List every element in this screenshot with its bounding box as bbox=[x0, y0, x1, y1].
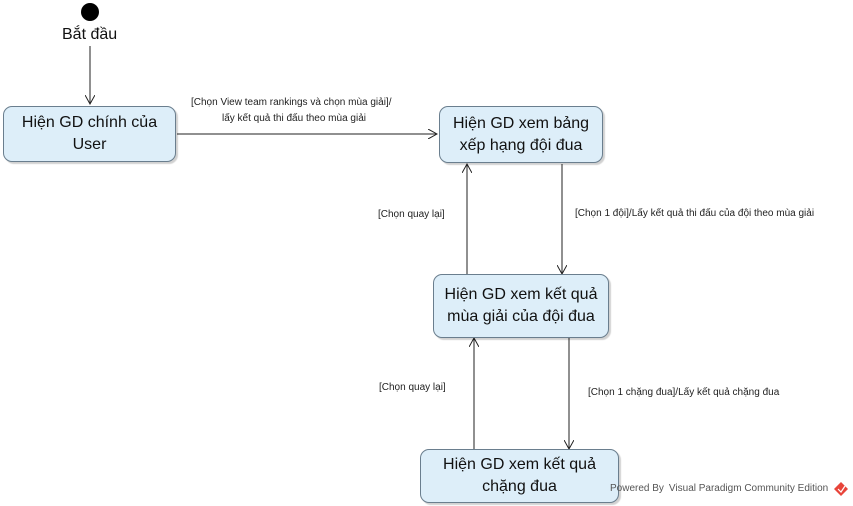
state-main-screen[interactable]: Hiện GD chính của User bbox=[3, 106, 176, 162]
state-race-result-screen[interactable]: Hiện GD xem kết quả chặng đua bbox=[420, 449, 619, 503]
transition-label-to-rankings-2: lấy kết quả thi đấu theo mùa giải bbox=[222, 113, 366, 124]
initial-node bbox=[81, 3, 99, 21]
state-rankings-screen[interactable]: Hiện GD xem bảng xếp hạng đội đua bbox=[439, 106, 603, 163]
transition-label-back-2: [Chọn quay lại] bbox=[379, 382, 446, 393]
state-team-season-screen[interactable]: Hiện GD xem kết quả mùa giải của đội đua bbox=[433, 274, 609, 338]
visual-paradigm-logo bbox=[834, 482, 848, 496]
transition-label-to-rankings-1: [Chọn View team rankings và chọn mùa giả… bbox=[191, 97, 392, 108]
start-label: Bắt đầu bbox=[62, 26, 118, 43]
powered-by-watermark: Powered By Visual Paradigm Community Edi… bbox=[610, 483, 829, 494]
transition-label-back-1: [Chọn quay lại] bbox=[378, 209, 445, 220]
transition-label-choose-team: [Chọn 1 đội]/Lấy kết quả thi đấu của đội… bbox=[575, 208, 815, 219]
transition-label-choose-race: [Chọn 1 chặng đua]/Lấy kết quả chặng đua bbox=[588, 387, 780, 398]
